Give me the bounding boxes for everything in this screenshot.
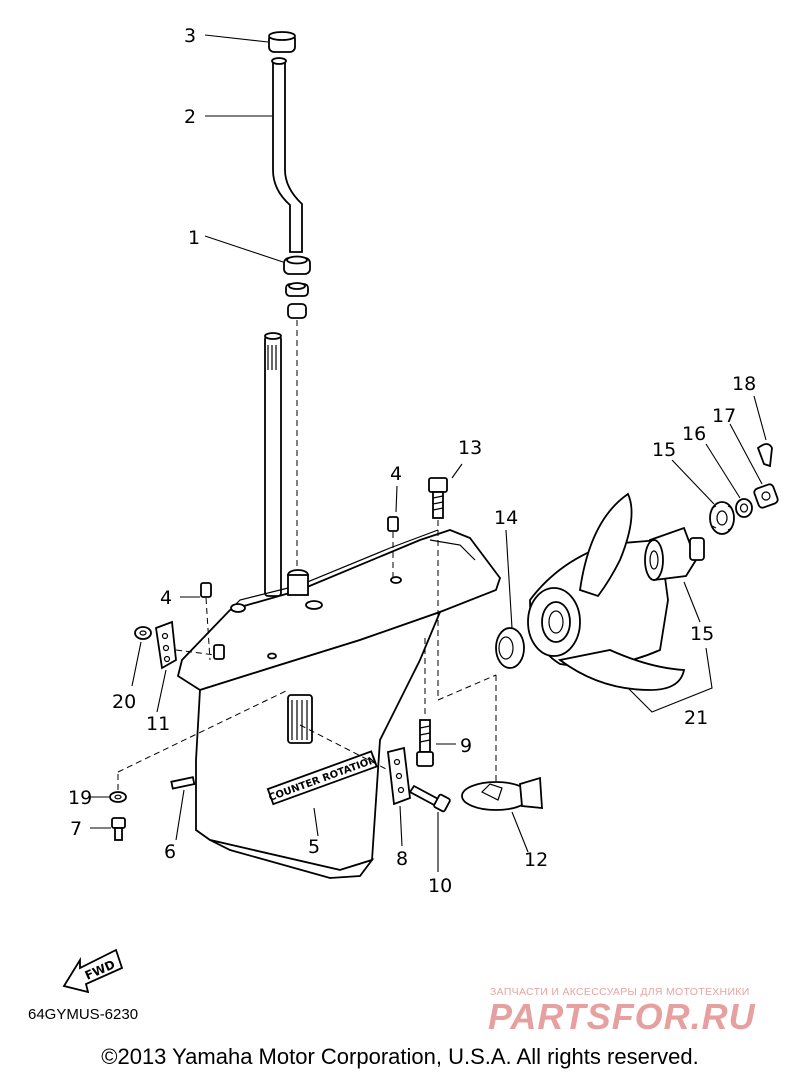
callout-18: 18 (732, 373, 756, 395)
callout-8: 8 (396, 848, 408, 870)
diagram-code: 64GYMUS-6230 (28, 1006, 139, 1023)
callout-1: 1 (188, 227, 200, 249)
part-10-bolt (408, 784, 451, 813)
part-11-grommet (134, 626, 152, 640)
fwd-arrow-icon: FWD (62, 948, 124, 994)
part-20-bushing (644, 526, 705, 582)
part-1-grommet (283, 255, 311, 319)
part-6-washer (109, 791, 127, 803)
watermark-subtitle: ЗАПЧАСТИ И АКСЕССУАРЫ ДЛЯ МОТОТЕХНИКИ (490, 986, 750, 998)
part-2-water-tube (271, 57, 303, 253)
part-7-bolt (416, 719, 434, 767)
part-17-nut (753, 483, 779, 509)
callout-15: 15 (652, 439, 676, 461)
callout-13: 13 (458, 437, 482, 459)
callout-3: 3 (184, 25, 196, 47)
drive-shaft (264, 332, 282, 597)
part-19-propeller (527, 492, 686, 691)
callout-9: 11 (146, 713, 170, 735)
part-3-cap (268, 31, 296, 53)
anode-screw (213, 644, 225, 660)
callout-11: 20 (112, 691, 136, 713)
callout-7: 9 (460, 735, 472, 757)
callout-17: 17 (712, 405, 736, 427)
copyright-text: ©2013 Yamaha Motor Corporation, U.S.A. A… (101, 1044, 699, 1069)
part-16-washer (735, 498, 753, 518)
callout-6: 19 (68, 787, 92, 809)
callout-10: 10 (428, 875, 452, 897)
callout-5: 7 (70, 818, 82, 840)
part-8-anode (387, 746, 411, 806)
lower-unit-housing (176, 529, 502, 879)
callout-21b: 5 (308, 836, 320, 858)
callout-20: 15 (690, 623, 714, 645)
callout-4a: 4 (390, 463, 402, 485)
callout-16: 16 (682, 423, 706, 445)
watermark-brand: PARTSFOR.RU (488, 996, 756, 1037)
part-14-thrust-washer (495, 627, 525, 669)
part-5-bolt (111, 817, 126, 841)
part-4-dowel-pin-b (200, 582, 212, 598)
callout-14: 14 (494, 507, 518, 529)
callout-12: 12 (524, 849, 548, 871)
part-9-anode (155, 620, 177, 670)
part-18-cotter-pin (756, 443, 773, 468)
part-12-trim-tab (461, 776, 543, 811)
callout-2: 2 (184, 106, 196, 128)
part-21-decal-strip (170, 776, 196, 790)
part-15-spacer (709, 501, 735, 535)
part-13-bolt (428, 477, 448, 519)
callout-19: 21 (684, 707, 708, 729)
part-4-dowel-pin-a (387, 516, 399, 532)
callout-21a: 6 (164, 841, 176, 863)
callout-4b: 4 (160, 587, 172, 609)
